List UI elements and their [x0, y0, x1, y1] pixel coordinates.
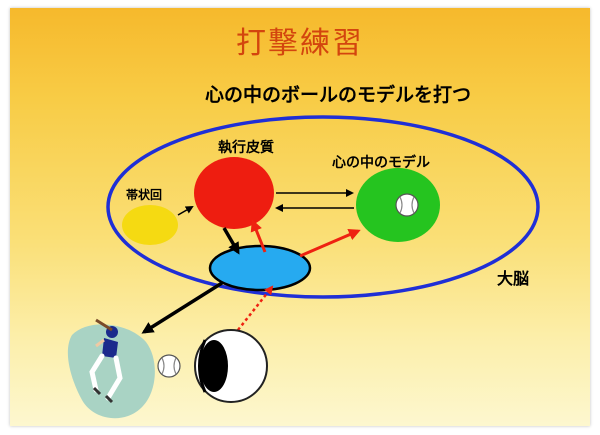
slide-title: 打撃練習	[236, 26, 364, 61]
sensory-node	[208, 244, 312, 292]
arrow-cingulate-to-executive	[177, 206, 194, 216]
executive-cortex-label: 執行皮質	[218, 140, 274, 156]
brain-label: 大脳	[497, 269, 530, 288]
cingulate-label: 帯状回	[126, 188, 163, 202]
eye-icon	[194, 329, 268, 403]
arrow-sensory-to-batter	[141, 281, 223, 334]
mental-model-label: 心の中のモデル	[332, 155, 430, 171]
baseball-icon-pitch	[157, 354, 181, 378]
arrow-executive-to-sensory	[222, 227, 240, 255]
slide-subtitle: 心の中のボールのモデルを打つ	[205, 84, 472, 106]
batter-backdrop	[67, 324, 155, 419]
cingulate-node	[122, 205, 178, 245]
executive-cortex-node	[194, 157, 274, 229]
brain-outline	[106, 115, 540, 299]
batter-icon	[89, 318, 123, 404]
baseball-icon-model	[395, 193, 419, 217]
arrow-sensory-to-model	[299, 229, 361, 258]
arrow-sensory-to-executive	[250, 219, 267, 253]
